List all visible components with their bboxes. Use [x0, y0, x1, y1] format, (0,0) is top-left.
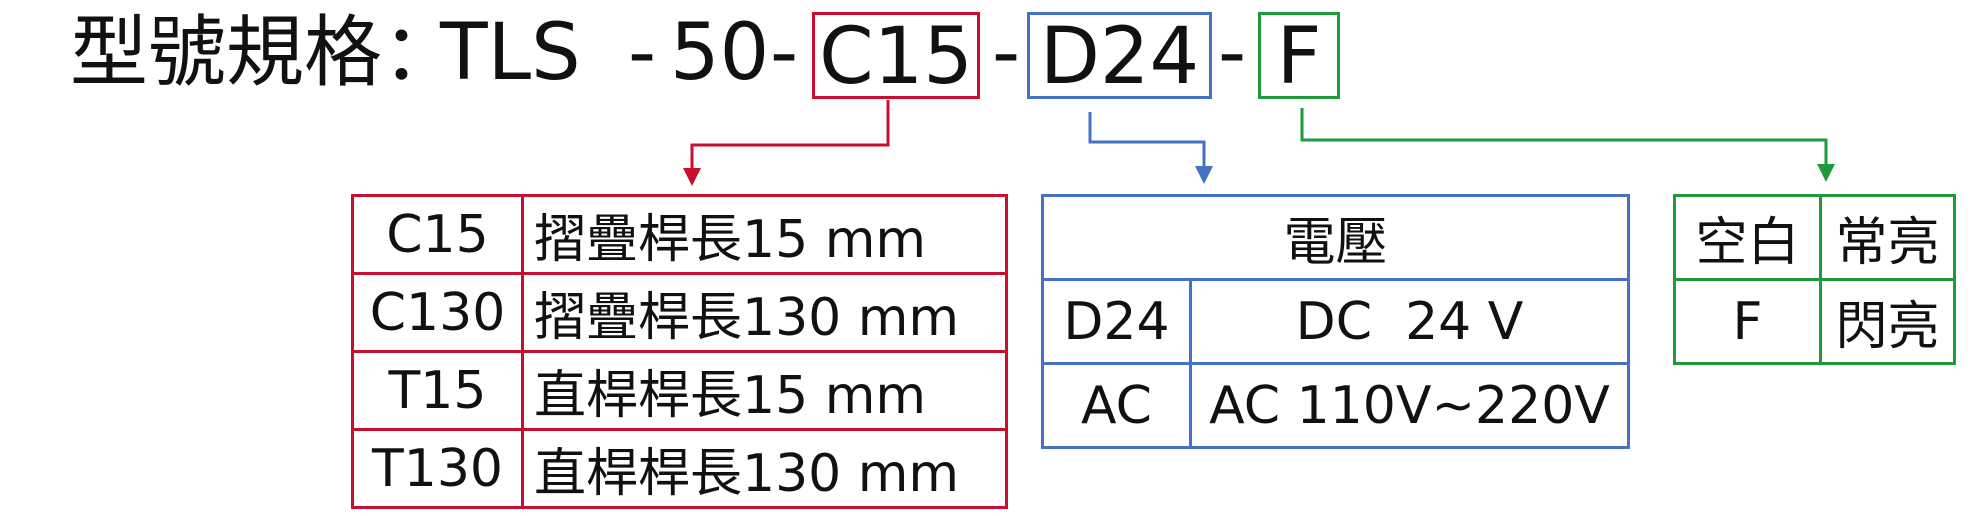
table-row: AC AC 110V~220V	[1041, 362, 1631, 449]
table-row: C15 摺疊桿長15 mm	[351, 194, 1008, 275]
rod-desc-cell: 摺疊桿長15 mm	[521, 194, 1008, 275]
rod-arrow-head	[683, 168, 701, 186]
voltage-desc-cell: DC 24 V	[1188, 278, 1631, 365]
spec-label: 型號規格：	[70, 8, 461, 98]
light-desc-cell: 閃亮	[1819, 278, 1956, 365]
rod-length-table: C15 摺疊桿長15 mm C130 摺疊桿長130 mm T15 直桿桿長15…	[351, 194, 1008, 509]
voltage-connector-line	[1088, 112, 1206, 168]
separator: -	[628, 8, 657, 98]
rod-desc-cell: 摺疊桿長130 mm	[521, 272, 1008, 353]
light-code-cell: F	[1673, 278, 1822, 365]
voltage-header-cell: 電壓	[1040, 194, 1631, 281]
voltage-table: 電壓 D24 DC 24 V AC AC 110V~220V	[1040, 194, 1631, 449]
rod-desc-cell: 直桿桿長15 mm	[521, 350, 1008, 431]
rod-code-cell: C15	[351, 194, 524, 275]
voltage-code-cell: D24	[1041, 278, 1192, 365]
light-connector-line	[1300, 108, 1828, 166]
table-row: T15 直桿桿長15 mm	[351, 350, 1008, 431]
table-row: T130 直桿桿長130 mm	[351, 428, 1008, 509]
voltage-code-cell: AC	[1041, 362, 1192, 449]
table-row: 空白 常亮	[1673, 194, 1956, 281]
size-code: 50	[670, 8, 770, 98]
separator: -	[770, 8, 799, 98]
rod-code-cell: C130	[351, 272, 524, 353]
rod-desc-cell: 直桿桿長130 mm	[521, 428, 1008, 509]
separator: -	[1218, 8, 1247, 98]
rod-code-value: C15	[819, 12, 973, 102]
voltage-arrow-head	[1195, 166, 1213, 184]
rod-connector-line	[690, 100, 890, 170]
separator: -	[992, 8, 1021, 98]
light-mode-table: 空白 常亮 F 閃亮	[1673, 194, 1956, 365]
table-row: F 閃亮	[1673, 278, 1956, 365]
light-code-box: F	[1258, 12, 1340, 102]
light-arrow-head	[1817, 164, 1835, 182]
voltage-code-value: D24	[1039, 12, 1200, 102]
table-row: C130 摺疊桿長130 mm	[351, 272, 1008, 353]
model-code: TLS	[440, 8, 581, 98]
rod-code-cell: T15	[351, 350, 524, 431]
light-code-cell: 空白	[1673, 194, 1822, 281]
rod-code-box: C15	[812, 12, 980, 102]
table-row: 電壓	[1040, 194, 1631, 281]
voltage-code-box: D24	[1027, 12, 1212, 102]
voltage-desc-cell: AC 110V~220V	[1188, 362, 1631, 449]
rod-code-cell: T130	[351, 428, 524, 509]
light-code-value: F	[1276, 12, 1322, 102]
table-row: D24 DC 24 V	[1041, 278, 1631, 365]
light-desc-cell: 常亮	[1819, 194, 1956, 281]
